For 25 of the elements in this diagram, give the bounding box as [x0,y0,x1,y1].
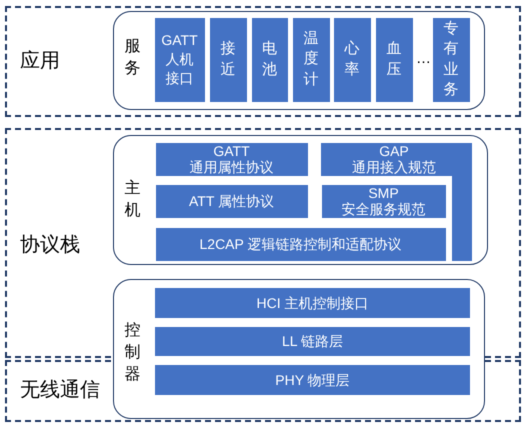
service-box: 专有业务 [432,18,470,102]
protocol-box: ATT 属性协议 [156,184,308,218]
dashed-band [5,6,521,117]
service-box: 电池 [252,18,288,102]
rounded-panel [113,135,488,265]
protocol-box: L2CAP 逻辑链路控制和适配协议 [156,228,446,260]
protocol-box: LL 链路层 [155,327,470,356]
service-box: 心率 [334,18,370,102]
layer-label: 应用 [20,49,60,74]
layer-label: 协议栈 [20,233,80,258]
protocol-box: HCI 主机控制接口 [155,288,470,318]
box-label: GAP 通用接入规范 [351,142,437,176]
service-box: 温度计 [292,18,330,102]
protocol-box: SMP 安全服务规范 [322,184,446,218]
protocol-box: GATT 通用属性协议 [156,142,308,176]
layer-label: 无线通信 [20,378,100,403]
ellipsis-label: … [416,50,431,67]
section-label: 主机 [124,178,142,221]
section-label: 控制器 [124,320,142,386]
section-label: 服务 [124,36,142,79]
protocol-box: PHY 物理层 [155,365,470,395]
rounded-panel [113,11,485,110]
service-box: 血压 [376,18,412,102]
service-box: GATT 人机接口 [154,18,204,102]
service-box: 接近 [210,18,246,102]
